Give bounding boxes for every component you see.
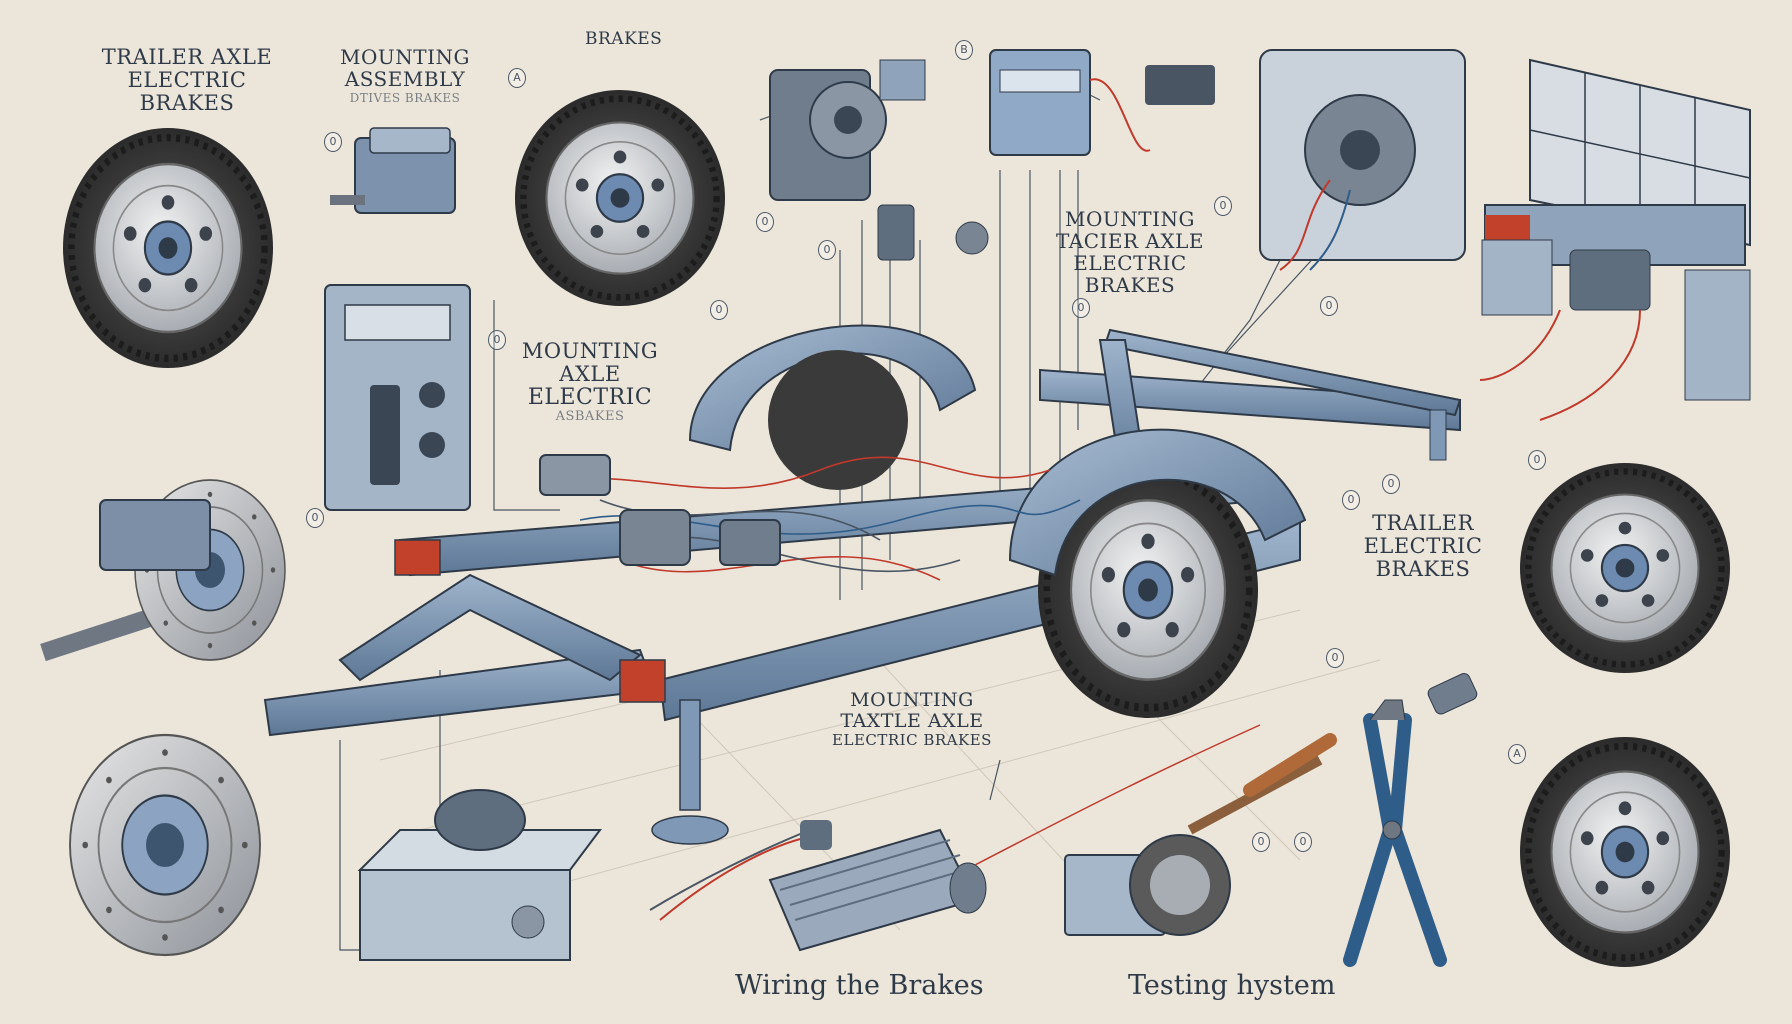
relay-module bbox=[989, 49, 1215, 156]
callout-mark: A bbox=[1508, 744, 1526, 764]
label-line: Axle bbox=[559, 362, 621, 387]
callout-mark: B bbox=[955, 40, 973, 60]
callout-mark: 0 bbox=[1294, 832, 1312, 852]
label-trailer-axle-top-left: Trailer Axle Electric Brakes bbox=[82, 45, 292, 116]
callout-mark: 0 bbox=[1072, 298, 1090, 318]
label-trailer-electric-brakes-right: Trailer Electric Brakes bbox=[1348, 511, 1498, 582]
caption-testing-system: Testing hystem bbox=[1128, 970, 1336, 1001]
callout-mark: 0 bbox=[324, 132, 342, 152]
callout-mark: 0 bbox=[1252, 832, 1270, 852]
brake-controller-box bbox=[324, 284, 471, 511]
testing-box bbox=[1064, 733, 1337, 936]
label-line: Electric bbox=[1363, 534, 1483, 559]
label-line: Trailer Axle bbox=[101, 45, 273, 69]
label-line: Taxtle Axle bbox=[840, 709, 984, 732]
label-mounting-bottom-center: Mounting Taxtle Axle Electric Brakes bbox=[812, 690, 1012, 748]
rear-fender-wheel bbox=[688, 324, 977, 490]
label-line: Trailer bbox=[1372, 511, 1474, 535]
callout-mark: 0 bbox=[1382, 474, 1400, 494]
label-line: Mounting bbox=[521, 339, 659, 363]
callout-mark: 0 bbox=[1528, 450, 1546, 470]
label-line: Tacier Axle bbox=[1056, 229, 1204, 253]
wiring-harness bbox=[539, 454, 1081, 581]
label-line: Asbakes bbox=[555, 409, 625, 425]
callout-mark: 0 bbox=[488, 330, 506, 350]
callout-mark: 0 bbox=[818, 240, 836, 260]
label-line: Mounting bbox=[850, 689, 974, 711]
label-mounting-center-right: Mounting Tacier Axle Electric Brakes bbox=[1030, 208, 1230, 296]
pliers-tool bbox=[1343, 699, 1447, 967]
callout-mark: A bbox=[508, 68, 526, 88]
light-bar-assembly bbox=[1479, 204, 1751, 421]
label-line: Brakes bbox=[1375, 557, 1471, 582]
label-brakes-top: Brakes bbox=[585, 29, 663, 49]
callout-mark: 0 bbox=[1214, 196, 1232, 216]
callout-mark: 0 bbox=[1326, 648, 1344, 668]
label-line: Electric Brakes bbox=[832, 730, 992, 749]
callout-mark: 0 bbox=[710, 300, 728, 320]
label-line: Electric Brakes bbox=[1073, 251, 1187, 297]
test-wire bbox=[974, 724, 1261, 866]
callout-mark: 0 bbox=[306, 508, 324, 528]
small-parts bbox=[877, 204, 1478, 715]
label-mounting-assembly: Mounting Assembly Dtives Brakes bbox=[330, 46, 480, 105]
callout-mark: 0 bbox=[1320, 296, 1338, 316]
label-subline: Dtives Brakes bbox=[349, 91, 461, 105]
callout-mark: 0 bbox=[756, 212, 774, 232]
label-line: Mounting bbox=[340, 45, 470, 69]
coil-base-unit bbox=[357, 789, 602, 961]
brake-actuator-part bbox=[769, 59, 926, 201]
wiring-connector-block bbox=[649, 820, 987, 952]
left-brake-disc bbox=[40, 479, 286, 662]
wiring-panel bbox=[1259, 49, 1466, 271]
label-line: Electric bbox=[527, 385, 653, 411]
label-line: Assembly bbox=[344, 67, 466, 91]
front-fender bbox=[1008, 428, 1307, 577]
label-line: Electric Brakes bbox=[127, 68, 247, 116]
label-line: Mounting bbox=[1065, 207, 1195, 231]
mounting-assembly-part bbox=[330, 127, 456, 214]
callout-mark: 0 bbox=[1342, 490, 1360, 510]
grid-panel bbox=[1529, 58, 1751, 247]
caption-wiring-the-brakes: Wiring the Brakes bbox=[735, 970, 984, 1001]
label-mounting-center-left: Mounting Axle Electric Asbakes bbox=[520, 339, 660, 425]
